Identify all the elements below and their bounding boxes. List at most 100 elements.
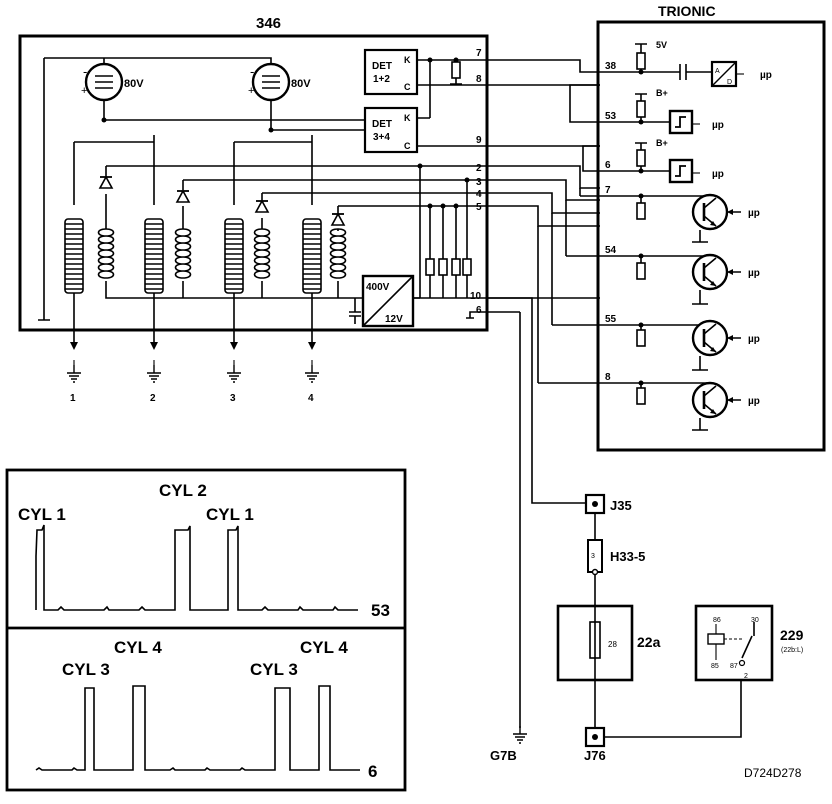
svg-text:µp: µp: [760, 70, 772, 81]
scope-frame: [5, 468, 407, 792]
ignition-coil-2-secondary: [174, 228, 192, 279]
trionic-title: TRIONIC: [658, 3, 716, 19]
fuse-box-22a: 28: [556, 604, 634, 682]
ground-g7b: [512, 725, 528, 744]
ignition-coil-4-primary: [302, 218, 322, 294]
svg-text:2: 2: [744, 673, 748, 680]
svg-text:D: D: [727, 79, 732, 86]
svg-text:A: A: [715, 68, 720, 75]
ignition-coil-1-primary: [64, 218, 84, 294]
scope-bottom-label-cyl3-right: CYL 3: [250, 660, 298, 679]
ignition-coil-4-secondary: [329, 228, 347, 279]
power-feed: G7B J35 3 H33-5 28 22a J76: [487, 297, 804, 763]
dc-dc-converter: 400V 12V: [361, 274, 415, 328]
svg-text:DET: DET: [372, 61, 392, 72]
connector-j35: [584, 493, 606, 515]
ignition-coil-3-primary: [224, 218, 244, 294]
svg-text:6: 6: [476, 305, 482, 316]
svg-text:H33-5: H33-5: [610, 549, 645, 564]
svg-text:7: 7: [605, 185, 611, 196]
svg-text:3: 3: [230, 393, 236, 404]
svg-text:B+: B+: [656, 88, 668, 98]
svg-text:B+: B+: [656, 138, 668, 148]
ignition-module-346: 346 - + 80V - + 80V DET 1+2 K C: [18, 15, 600, 404]
scope-bottom-channel: 6: [368, 762, 377, 781]
svg-text:µp: µp: [712, 169, 724, 180]
svg-text:2: 2: [476, 163, 482, 174]
svg-text:85: 85: [711, 663, 719, 670]
scope-top-label-cyl1-right: CYL 1: [206, 505, 254, 524]
module-346-box: [18, 34, 489, 332]
svg-text:28: 28: [608, 640, 617, 649]
scope-bottom-label-cyl4-left: CYL 4: [114, 638, 162, 657]
ground-label: G7B: [490, 748, 517, 763]
driver-transistor-55: [691, 319, 729, 357]
svg-text:-: -: [250, 64, 254, 79]
detector-1-2: DET 1+2 K C: [363, 48, 419, 96]
svg-text:10: 10: [470, 291, 482, 302]
svg-text:(22b:L): (22b:L): [781, 647, 803, 654]
svg-text:54: 54: [605, 245, 617, 256]
scope-bottom-label-cyl4-right: CYL 4: [300, 638, 348, 657]
detector-3-4: DET 3+4 K C: [363, 106, 419, 154]
svg-text:8: 8: [605, 372, 611, 383]
svg-text:38: 38: [605, 61, 617, 72]
svg-text:229: 229: [780, 627, 804, 643]
svg-text:86: 86: [713, 617, 721, 624]
svg-text:µp: µp: [748, 268, 760, 279]
svg-text:-: -: [83, 64, 87, 79]
svg-text:+: +: [248, 85, 254, 97]
svg-text:2: 2: [150, 393, 156, 404]
svg-text:K: K: [404, 113, 411, 123]
svg-text:C: C: [404, 141, 411, 151]
schmitt-trigger-53: [668, 109, 694, 135]
svg-text:J76: J76: [584, 748, 606, 763]
scope-top-channel: 53: [371, 601, 390, 620]
scope-trace-6: [35, 685, 360, 771]
svg-text:6: 6: [605, 160, 611, 171]
svg-text:3: 3: [476, 177, 482, 188]
supply-80v-1: - + 80V: [81, 62, 144, 102]
svg-text:7: 7: [476, 48, 482, 59]
trionic-ecu: TRIONIC AD 5V B+ B+: [537, 3, 826, 452]
svg-text:400V: 400V: [366, 282, 390, 293]
module-346-title: 346: [256, 15, 281, 32]
svg-text:53: 53: [605, 111, 617, 122]
svg-text:C: C: [404, 82, 411, 92]
svg-text:3: 3: [591, 553, 595, 560]
scope-trace-53: [35, 524, 358, 611]
svg-text:K: K: [404, 55, 411, 65]
ignition-coil-3-secondary: [253, 228, 271, 279]
driver-transistor-7: [691, 193, 729, 231]
svg-text:12V: 12V: [385, 314, 403, 325]
svg-text:+: +: [81, 85, 87, 97]
svg-text:8: 8: [476, 74, 482, 85]
ignition-coil-2-primary: [144, 218, 164, 294]
svg-text:4: 4: [476, 189, 482, 200]
svg-text:3+4: 3+4: [373, 132, 390, 143]
adc-block: AD: [710, 60, 738, 88]
svg-text:22a: 22a: [637, 634, 661, 650]
scope-traces: CYL 1 CYL 2 CYL 1 53 CYL 4 CYL 3 CYL 4 C…: [5, 468, 407, 792]
svg-text:µp: µp: [748, 396, 760, 407]
ignition-coil-1-secondary: [97, 228, 115, 279]
drawing-code: D724D278: [744, 766, 802, 780]
svg-text:DET: DET: [372, 119, 392, 130]
spark-plug-outputs: 1 2 3 4: [66, 342, 320, 404]
svg-text:87: 87: [730, 663, 738, 670]
svg-text:1+2: 1+2: [373, 74, 390, 85]
svg-text:J35: J35: [610, 498, 632, 513]
svg-text:55: 55: [605, 314, 617, 325]
svg-text:µp: µp: [748, 334, 760, 345]
scope-bottom-label-cyl3-left: CYL 3: [62, 660, 110, 679]
driver-transistor-8: [691, 381, 729, 419]
svg-text:5V: 5V: [656, 40, 667, 50]
supply-80v-1-label: 80V: [124, 78, 144, 90]
svg-text:30: 30: [751, 617, 759, 624]
svg-text:µp: µp: [712, 120, 724, 131]
trionic-box: [596, 20, 826, 452]
svg-text:4: 4: [308, 393, 314, 404]
svg-text:9: 9: [476, 135, 482, 146]
supply-80v-2-label: 80V: [291, 78, 311, 90]
